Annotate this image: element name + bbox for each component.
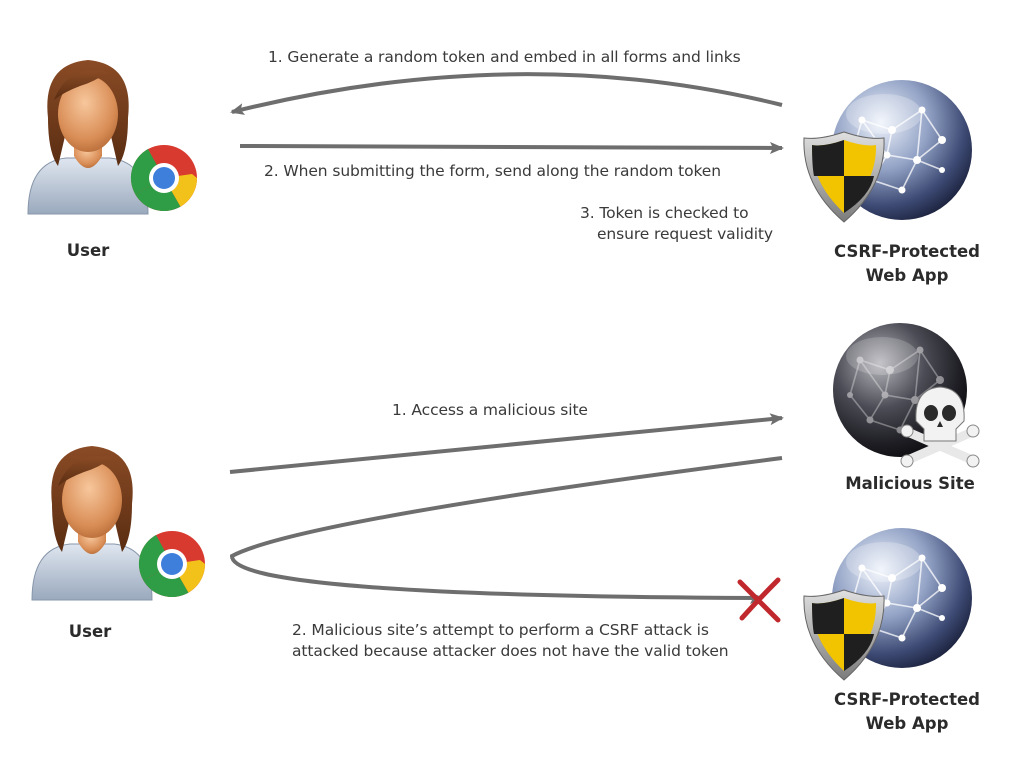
top-step3-line1: 3. Token is checked to (580, 204, 749, 222)
top-user-label: User (66, 241, 110, 260)
top-step2-label: 2. When submitting the form, send along … (264, 162, 721, 180)
skull-crossbones-icon (900, 386, 980, 468)
bottom-user-icon (31, 445, 205, 601)
bottom-chrome-icon (138, 531, 205, 598)
top-arrow-submit-token (239, 141, 784, 154)
top-webapp-label-line1: CSRF-Protected (834, 242, 980, 261)
bottom-user-label: User (68, 622, 112, 641)
top-chrome-icon (130, 145, 197, 212)
top-step1-label: 1. Generate a random token and embed in … (268, 48, 741, 66)
bottom-arrow-csrf-attempt (229, 456, 783, 600)
bottom-webapp-label-line1: CSRF-Protected (834, 690, 980, 709)
bottom-webapp-label-line2: Web App (865, 714, 949, 733)
top-step3-line2: ensure request validity (597, 225, 773, 243)
top-webapp-label-line2: Web App (865, 266, 949, 285)
bottom-step1-label: 1. Access a malicious site (392, 401, 588, 419)
malicious-site-label: Malicious Site (845, 474, 975, 493)
top-webapp-label: CSRF-Protected Web App (822, 240, 992, 288)
bottom-arrow-access-malicious (229, 413, 784, 474)
bottom-webapp-label: CSRF-Protected Web App (822, 688, 992, 736)
bottom-shield-icon (803, 589, 885, 681)
bottom-step2-label: 2. Malicious site’s attempt to perform a… (292, 621, 729, 660)
blocked-x-icon (737, 577, 781, 623)
top-step3-label: 3. Token is checked to ensure request va… (580, 203, 773, 245)
top-arrow-generate-token (230, 72, 783, 115)
top-user-icon (27, 59, 197, 215)
